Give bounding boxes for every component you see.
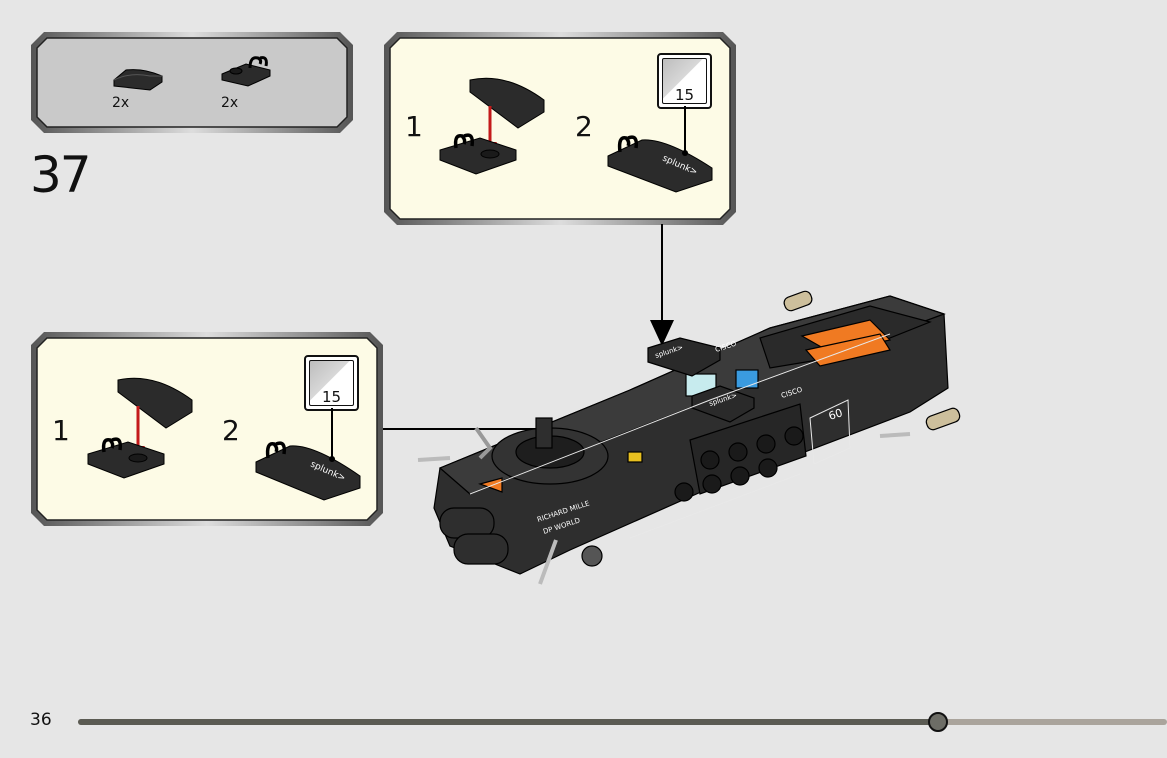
progress-indicator-icon	[928, 712, 948, 732]
substep-1-assembly-drawing	[439, 77, 545, 175]
callout-box: 15	[657, 53, 712, 109]
progress-bar	[78, 712, 1167, 732]
car-chassis-model-drawing: splunk> splunk> CISCO CISCO RICHARD MILL…	[417, 290, 961, 585]
callout-number: 15	[321, 388, 342, 406]
callout-leader-line	[329, 408, 335, 462]
step-number: 37	[30, 146, 92, 204]
placement-arrow-down-icon	[650, 224, 674, 346]
substep-1-assembly-drawing	[87, 377, 193, 479]
clip-plate-icon	[221, 56, 271, 87]
callout-part-icon	[662, 58, 707, 104]
substep-2-number: 2	[222, 414, 240, 447]
substep-2-assembly-drawing: splunk>	[255, 441, 361, 501]
progress-fill	[78, 719, 938, 725]
car-number-text: 60	[827, 406, 844, 423]
part-quantity: 2x	[112, 95, 130, 111]
callout-number: 15	[674, 86, 695, 104]
front-axle-pin-icon	[925, 407, 961, 431]
substep-2-number: 2	[575, 110, 593, 143]
substep-1-number: 1	[52, 414, 70, 447]
callout-box: 15	[304, 355, 359, 411]
parts-list-panel	[30, 31, 354, 134]
rear-axle-pin-icon	[783, 290, 813, 312]
callout-part-icon	[309, 360, 354, 406]
substep-2-assembly-drawing: splunk>	[607, 135, 713, 193]
curved-slope-brick-icon	[113, 69, 163, 91]
substep-1-number: 1	[405, 110, 423, 143]
callout-leader-line	[682, 106, 688, 156]
parts-list-frame	[31, 32, 353, 133]
part-quantity: 2x	[221, 95, 239, 111]
page-number: 36	[30, 710, 52, 730]
